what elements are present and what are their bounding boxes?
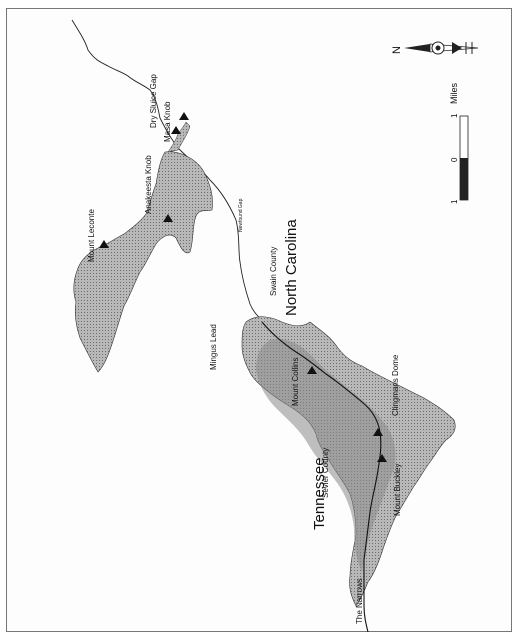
peak-marker-buckley	[377, 454, 387, 462]
scale-one-label: 1	[450, 113, 459, 118]
scale-unit-label: Miles	[449, 82, 459, 104]
state-line	[261, 321, 382, 633]
label-dry-sluice-gap: Dry Sluice Gap	[149, 74, 158, 128]
forest-arm-masa	[167, 121, 191, 153]
peak-marker-dry-sluice	[179, 112, 189, 120]
scale-one-left-label: 1	[450, 199, 459, 204]
label-tennessee: Tennessee	[311, 457, 328, 530]
label-newfound-gap: Newfound Gap	[238, 198, 244, 232]
label-clingmans-dome: Clingmans Dome	[391, 354, 400, 416]
forest-core	[256, 338, 396, 572]
label-mingus-lead: Mingus Lead	[209, 324, 218, 370]
label-mount-buckley: Mount Buckley	[393, 464, 402, 516]
label-mount-collins: Mount Collins	[291, 358, 300, 406]
label-mount-leconte: Mount Leconte	[87, 209, 96, 262]
scale-bar: 1 0 1 Miles	[449, 82, 469, 204]
label-swain-county: Swain County	[269, 247, 278, 296]
label-anakeesta-knob: Anakeesta Knob	[144, 155, 153, 214]
peak-marker-leconte	[99, 240, 109, 248]
north-arrow-icon	[404, 44, 430, 52]
peak-marker-collins	[307, 366, 317, 374]
north-label: N	[391, 46, 403, 54]
north-arrow: N	[391, 41, 479, 55]
forest-region-leconte	[73, 151, 213, 373]
road-line-north	[71, 19, 269, 327]
label-masa-knob: Masa Knob	[163, 101, 172, 142]
scale-zero-label: 0	[450, 157, 459, 162]
peak-marker-clingmans	[373, 428, 383, 436]
peak-marker-masa	[171, 126, 181, 134]
label-the-narrows: The Narrows	[355, 578, 364, 624]
label-sevier-county: Sevier County	[321, 448, 330, 498]
peak-marker-anakeesta	[163, 214, 173, 222]
label-north-carolina: North Carolina	[283, 219, 300, 316]
